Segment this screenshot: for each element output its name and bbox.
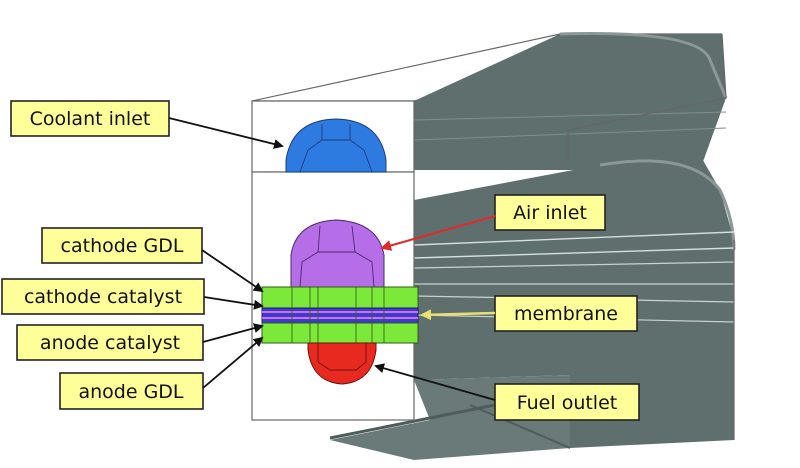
coolant-channel <box>285 118 387 173</box>
arrow-anode-catalyst <box>202 323 264 343</box>
arrow-cathode-gdl <box>201 249 264 293</box>
label-membrane: membrane <box>494 295 638 332</box>
arrow-air-inlet <box>380 215 496 251</box>
membrane-layer <box>261 307 419 324</box>
label-coolant-inlet: Coolant inlet <box>10 100 170 137</box>
label-cathode-catalyst: cathode catalyst <box>1 278 205 315</box>
anode-gdl-layer <box>261 322 419 344</box>
air-channel <box>290 219 385 288</box>
leader-arrows <box>168 117 496 401</box>
front-faces <box>251 100 419 421</box>
label-anode-gdl: anode GDL <box>59 372 204 410</box>
label-anode-catalyst-text: anode catalyst <box>40 332 180 354</box>
lower-block-side-face <box>570 360 734 448</box>
label-cathode-gdl-text: cathode GDL <box>61 235 184 257</box>
label-fuel-outlet-text: Fuel outlet <box>517 392 617 414</box>
arrow-cathode-catalyst <box>203 296 264 310</box>
label-coolant-inlet-text: Coolant inlet <box>30 108 151 130</box>
coolant-channel-surface <box>414 34 726 170</box>
arrow-anode-gdl <box>202 336 264 389</box>
label-anode-catalyst: anode catalyst <box>16 324 204 361</box>
cathode-gdl-layer <box>261 286 419 309</box>
arrow-coolant-inlet <box>168 117 284 149</box>
fuel-channel <box>307 342 377 385</box>
lower-channel-surface <box>414 155 734 380</box>
arrow-fuel-outlet <box>374 363 496 401</box>
label-cathode-gdl: cathode GDL <box>41 227 203 264</box>
label-fuel-outlet: Fuel outlet <box>494 383 640 421</box>
labels: Coolant inlet cathode GDL cathode cataly… <box>1 100 640 421</box>
arrow-membrane <box>420 309 496 321</box>
label-membrane-text: membrane <box>514 303 618 325</box>
label-air-inlet: Air inlet <box>494 194 606 231</box>
label-air-inlet-text: Air inlet <box>513 202 587 224</box>
label-cathode-catalyst-text: cathode catalyst <box>24 286 182 308</box>
label-anode-gdl-text: anode GDL <box>78 381 183 403</box>
